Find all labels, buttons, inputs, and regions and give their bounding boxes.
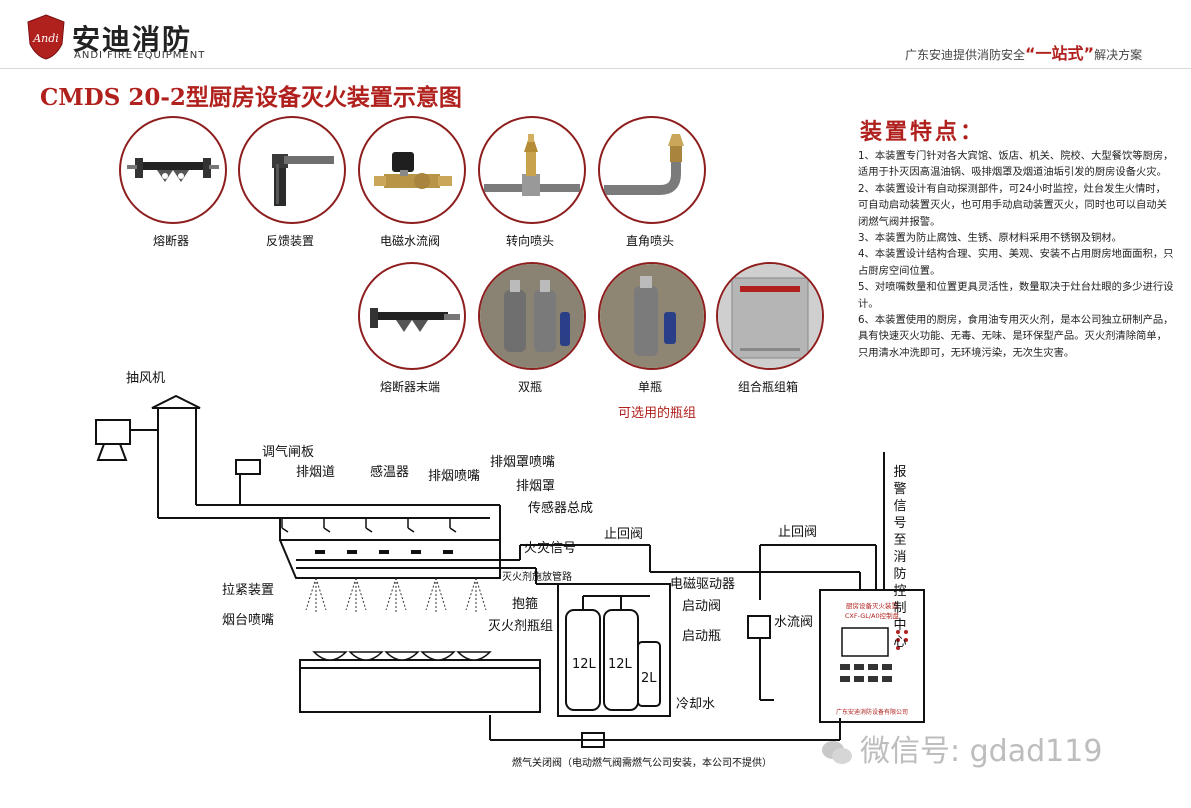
panel-title: 厨房设备灭火装置 (846, 601, 899, 610)
alarm-label-char: 号 (893, 516, 906, 531)
component-label: 直角喷头 (625, 234, 674, 248)
system-diagram: 厨房设备灭火装置 CXF-GL/A0控制盘 广东安迪消防设备有限公司 抽风机 调… (95, 371, 925, 769)
cabinet-box-image (716, 262, 824, 370)
elbow-nozzle-image (598, 116, 706, 224)
feature-item: 1、本装置专门针对各大宾馆、饭店、机关、院校、大型餐饮等厨房，适用于扑灭因高温油… (858, 150, 1174, 179)
single-cylinder-image (598, 262, 706, 370)
solenoid-valve-image (358, 116, 466, 224)
spray-lines (305, 577, 487, 612)
feature-item: 3、本装置为防止腐蚀、生锈、原材料采用不锈钢及铜材。 (858, 232, 1122, 245)
hood-label: 排烟罩 (516, 479, 555, 494)
alarm-label-char: 制 (893, 601, 906, 616)
stove-nozzle-label: 烟台喷嘴 (222, 613, 274, 628)
component-label: 反馈装置 (265, 234, 314, 248)
tagline-highlight: “一站式” (1025, 44, 1095, 63)
component-label: 熔断器 (152, 234, 189, 248)
hood-nozzle-label: 排烟罩喷嘴 (490, 455, 555, 470)
brand-name: 安迪消防 (72, 23, 193, 56)
panel-maker: 广东安迪消防设备有限公司 (836, 708, 908, 716)
tagline-prefix: 广东安迪提供消防安全 (905, 48, 1026, 62)
component-label: 电磁水流阀 (379, 234, 440, 248)
alarm-label-char: 警 (893, 481, 906, 497)
gas-valve-label: 燃气关闭阀（电动燃气阀需燃气公司安装，本公司不提供） (512, 756, 772, 769)
swivel-nozzle-image (478, 116, 586, 224)
cooling-water-label: 冷却水 (676, 697, 715, 712)
alarm-label-char: 防 (893, 566, 906, 582)
alarm-label-char: 消 (893, 550, 906, 565)
wechat-icon (822, 740, 852, 764)
alarm-label-char: 控 (893, 584, 906, 599)
alarm-label-char: 心 (893, 635, 906, 650)
features-title: 装置特点： (860, 120, 986, 145)
watermark-text: 微信号: gdad119 (860, 734, 1103, 769)
feature-item: 4、本装置设计结构合理、实用、美观、安装不占用厨房地面面积，只占厨房空间位置。 (858, 248, 1174, 277)
feature-item: 6、本装置使用的厨房，食用油专用灭火剂，是本公司独立研制产品，具有快速灭火功能、… (858, 314, 1174, 359)
panel-leds (896, 630, 908, 650)
fire-signal-label: 火灾信号 (524, 540, 576, 556)
panel-display (841, 627, 889, 657)
solenoid-driver-label: 电磁驱动器 (670, 577, 735, 592)
component-label: 组合瓶组箱 (737, 380, 798, 394)
temp-sensors (315, 550, 453, 554)
clamp-label: 抱箍 (512, 596, 538, 612)
start-valve-label: 启动阀 (682, 599, 721, 614)
water-flow-valve-label: 水流阀 (774, 615, 813, 630)
component-label: 双瓶 (517, 380, 542, 394)
woks (312, 651, 492, 661)
fan-label: 抽风机 (126, 371, 165, 386)
brand-name-en: ANDI FIRE EQUIPMENT (74, 50, 206, 61)
fuse-end-image (358, 262, 466, 370)
feedback-pipe-image (238, 116, 346, 224)
wechat-watermark: 微信号: gdad119 (820, 726, 1102, 770)
alarm-label-char: 至 (893, 533, 906, 548)
header-bar (0, 0, 1191, 69)
features-list: 1、本装置专门针对各大宾馆、饭店、机关、院校、大型餐饮等厨房，适用于扑灭因高温油… (858, 148, 1176, 361)
duct-nozzles (281, 518, 457, 533)
duct-lines (95, 394, 925, 748)
tagline-suffix: 解决方案 (1094, 48, 1143, 62)
cylinder-group-label: 灭火剂瓶组 (488, 619, 553, 634)
temp-sensor-label: 感温器 (370, 464, 409, 480)
alarm-label-char: 信 (893, 499, 906, 514)
tagline: 广东安迪提供消防安全“一站式”解决方案 (905, 40, 1142, 64)
panel-buttons (840, 664, 892, 682)
alarm-label-char: 中 (893, 618, 906, 633)
component-label: 转向喷头 (505, 234, 554, 248)
fuse-device-image (119, 116, 227, 224)
check-valve-label: 止回阀 (604, 527, 643, 542)
feature-item: 2、本装置设计有自动探测部件，可24小时监控，灶台发生火情时，可自动启动装置灭火… (858, 182, 1167, 228)
component-label: 单瓶 (637, 380, 662, 394)
check-valve-label: 止回阀 (778, 525, 817, 540)
agent-pipe-label: 灭火剂施放管路 (502, 570, 572, 583)
alarm-label-char: 报 (893, 465, 906, 480)
duct-label: 排烟道 (296, 465, 335, 480)
cylinder-label: 2L (641, 671, 657, 686)
start-bottle-label: 启动瓶 (682, 629, 721, 644)
svg-text:Andi: Andi (32, 32, 59, 45)
cylinder-label: 12L (572, 657, 597, 672)
sensor-assembly-label: 传感器总成 (528, 500, 593, 516)
optional-cylinder-label: 可选用的瓶组 (617, 406, 696, 421)
cylinder-label: 12L (608, 657, 633, 672)
feature-item: 5、对喷嘴数量和位置更具灵活性，数量取决于灶台灶眼的多少进行设计。 (858, 281, 1174, 310)
page-title: CMDS 20-2型厨房设备灭火装置示意图 (40, 84, 462, 111)
double-cylinder-image (478, 262, 586, 370)
damper-label: 调气闸板 (262, 444, 314, 460)
smoke-nozzle-label: 排烟喷嘴 (428, 469, 480, 484)
component-label: 熔断器末端 (379, 380, 440, 394)
panel-model: CXF-GL/A0控制盘 (845, 611, 900, 620)
tension-label: 拉紧装置 (222, 583, 274, 598)
brand-logo: Andi (26, 14, 66, 60)
